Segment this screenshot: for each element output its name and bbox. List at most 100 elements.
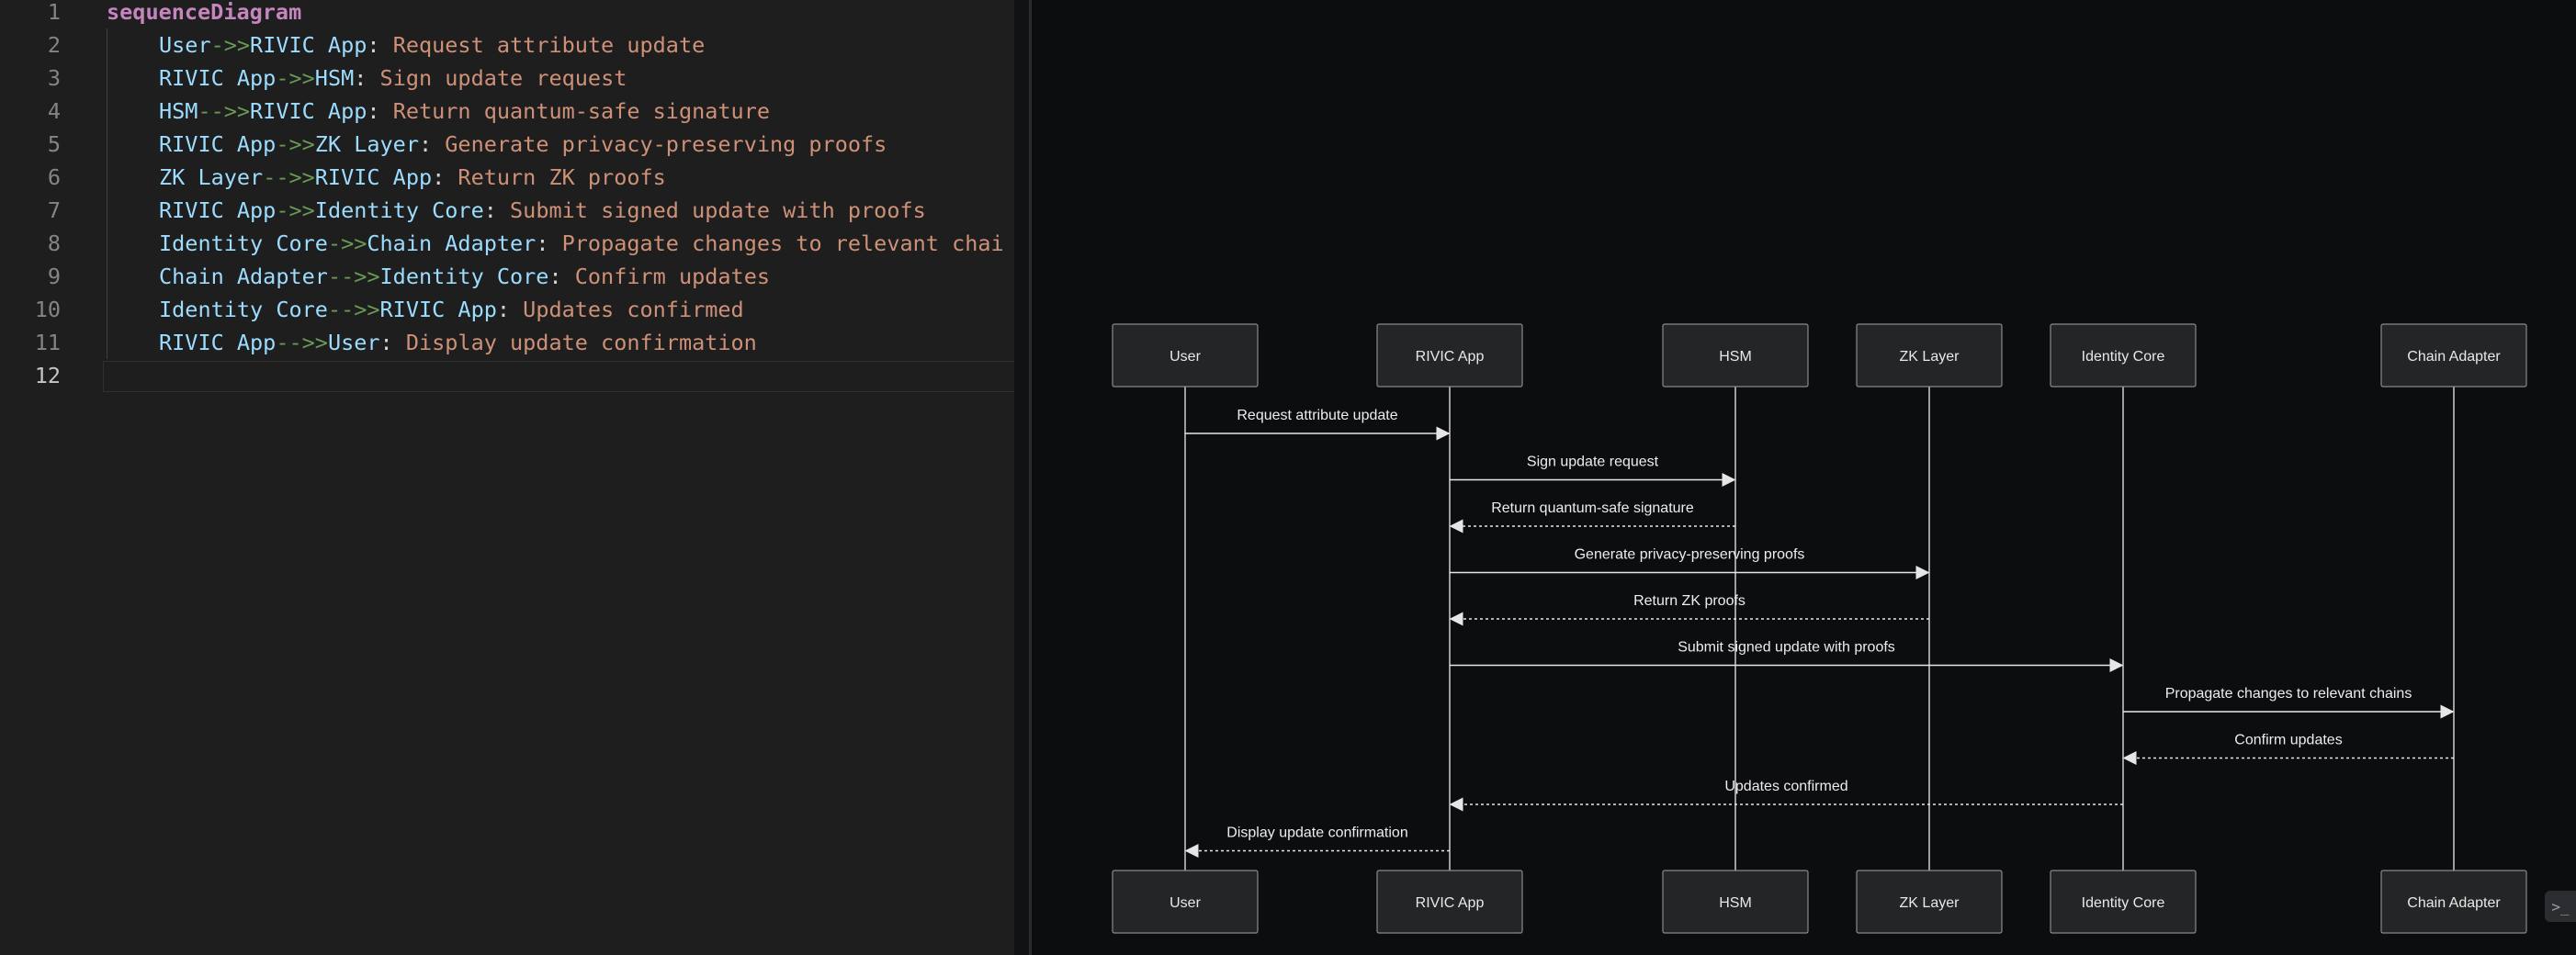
code-token-actor: User: [159, 32, 211, 58]
participant-top[interactable]: ZK Layer: [1856, 323, 2003, 388]
code-token-msg: Return ZK proofs: [458, 164, 666, 190]
code-text: Chain Adapter-->>Identity Core: Confirm …: [159, 260, 770, 293]
code-token-arrow: -->>: [263, 164, 315, 190]
code-token-arrow: ->>: [276, 131, 315, 157]
code-token-punct: :: [496, 297, 524, 322]
code-token-actor: Identity Core: [314, 197, 484, 223]
message-label: Submit signed update with proofs: [1678, 640, 1895, 656]
code-token-msg: Sign update request: [379, 65, 627, 91]
code-token-kw: sequenceDiagram: [107, 0, 302, 25]
code-line[interactable]: 11 RIVIC App-->>User: Display update conf…: [0, 326, 1014, 359]
participant-box: [1856, 323, 2003, 388]
participant-bottom[interactable]: ZK Layer: [1856, 870, 2003, 934]
code-text: User->>RIVIC App: Request attribute upda…: [159, 28, 705, 62]
code-token-msg: Submit signed update with proofs: [510, 197, 926, 223]
code-token-punct: :: [432, 164, 458, 190]
participant-box: [2380, 870, 2527, 934]
code-token-actor: RIVIC App: [159, 330, 277, 355]
participant-top[interactable]: RIVIC App: [1376, 323, 1523, 388]
split-pane-divider[interactable]: [1029, 0, 1032, 955]
code-line[interactable]: 1 sequenceDiagram: [0, 0, 1014, 28]
participant-box: [1376, 323, 1523, 388]
participant-label: HSM: [1719, 349, 1752, 365]
participant-top[interactable]: Identity Core: [2050, 323, 2197, 388]
participant-box: [1662, 870, 1809, 934]
code-token-actor: RIVIC App: [159, 131, 277, 157]
message-label: Request attribute update: [1237, 408, 1397, 423]
participant-bottom[interactable]: Identity Core: [2050, 870, 2197, 934]
code-token-arrow: ->>: [276, 197, 315, 223]
code-token-actor: ZK Layer: [159, 164, 264, 190]
code-token-actor: Chain Adapter: [367, 230, 537, 256]
code-token-actor: RIVIC App: [159, 197, 277, 223]
code-token-arrow: -->>: [276, 330, 328, 355]
code-text: RIVIC App->>HSM: Sign update request: [159, 62, 627, 95]
line-number: 11: [34, 330, 61, 355]
line-number: 4: [47, 98, 61, 124]
code-line[interactable]: 5 RIVIC App->>ZK Layer: Generate privacy-…: [0, 128, 1014, 161]
code-text: sequenceDiagram: [107, 0, 301, 28]
line-number: 10: [34, 297, 61, 322]
code-token-actor: RIVIC App: [314, 164, 433, 190]
message-label: Return quantum-safe signature: [1491, 500, 1694, 516]
code-token-actor: Identity Core: [159, 230, 328, 256]
code-token-actor: RIVIC App: [159, 65, 277, 91]
participant-bottom[interactable]: Chain Adapter: [2380, 870, 2527, 934]
code-token-msg: Confirm updates: [574, 264, 770, 289]
code-token-arrow: ->>: [327, 230, 367, 256]
editor-scrollbar[interactable]: [1014, 0, 1031, 955]
line-number: 1: [47, 0, 61, 25]
code-token-punct: :: [367, 32, 393, 58]
participant-box: [2050, 323, 2197, 388]
code-text: RIVIC App-->>User: Display update confir…: [159, 326, 757, 359]
code-text: RIVIC App->>ZK Layer: Generate privacy-p…: [159, 128, 887, 161]
participant-label: Chain Adapter: [2407, 895, 2501, 911]
line-number: 5: [47, 131, 61, 157]
code-token-arrow: -->>: [327, 297, 380, 322]
code-line[interactable]: 2 User->>RIVIC App: Request attribute upd…: [0, 28, 1014, 62]
code-token-actor: HSM: [159, 98, 198, 124]
participant-bottom[interactable]: RIVIC App: [1376, 870, 1523, 934]
code-token-msg: Display update confirmation: [405, 330, 757, 355]
participant-label: RIVIC App: [1416, 349, 1485, 365]
participant-top[interactable]: Chain Adapter: [2380, 323, 2527, 388]
code-text: Identity Core-->>RIVIC App: Updates conf…: [159, 293, 744, 326]
message-label: Generate privacy-preserving proofs: [1575, 547, 1805, 563]
code-token-punct: :: [548, 264, 575, 289]
code-text: RIVIC App->>Identity Core: Submit signed…: [159, 194, 926, 227]
participant-bottom[interactable]: User: [1112, 870, 1259, 934]
code-line[interactable]: 10 Identity Core-->>RIVIC App: Updates co…: [0, 293, 1014, 326]
participant-label: User: [1169, 895, 1201, 911]
terminal-icon[interactable]: >_: [2545, 891, 2576, 922]
participant-label: Identity Core: [2082, 895, 2165, 911]
code-token-actor: RIVIC App: [250, 32, 367, 58]
code-token-punct: :: [418, 131, 446, 157]
participant-label: Chain Adapter: [2407, 349, 2501, 365]
line-number: 8: [47, 230, 61, 256]
participant-box: [1856, 870, 2003, 934]
message-label: Sign update request: [1527, 455, 1659, 470]
participant-label: RIVIC App: [1416, 895, 1485, 911]
participant-box: [2050, 870, 2197, 934]
participant-label: ZK Layer: [1900, 895, 1960, 911]
code-text: ZK Layer-->>RIVIC App: Return ZK proofs: [159, 161, 666, 194]
code-token-msg: Request attribute update: [392, 32, 706, 58]
code-text: Identity Core->>Chain Adapter: Propagate…: [159, 227, 1004, 260]
participant-box: [1112, 323, 1259, 388]
code-line[interactable]: 12: [0, 359, 1014, 392]
line-number: 2: [47, 32, 61, 58]
participant-top[interactable]: HSM: [1662, 323, 1809, 388]
code-line[interactable]: 8 Identity Core->>Chain Adapter: Propagat…: [0, 227, 1014, 260]
participant-top[interactable]: User: [1112, 323, 1259, 388]
participant-label: ZK Layer: [1900, 349, 1960, 365]
code-token-arrow: ->>: [210, 32, 251, 58]
code-token-actor: Identity Core: [159, 297, 328, 322]
participant-bottom[interactable]: HSM: [1662, 870, 1809, 934]
